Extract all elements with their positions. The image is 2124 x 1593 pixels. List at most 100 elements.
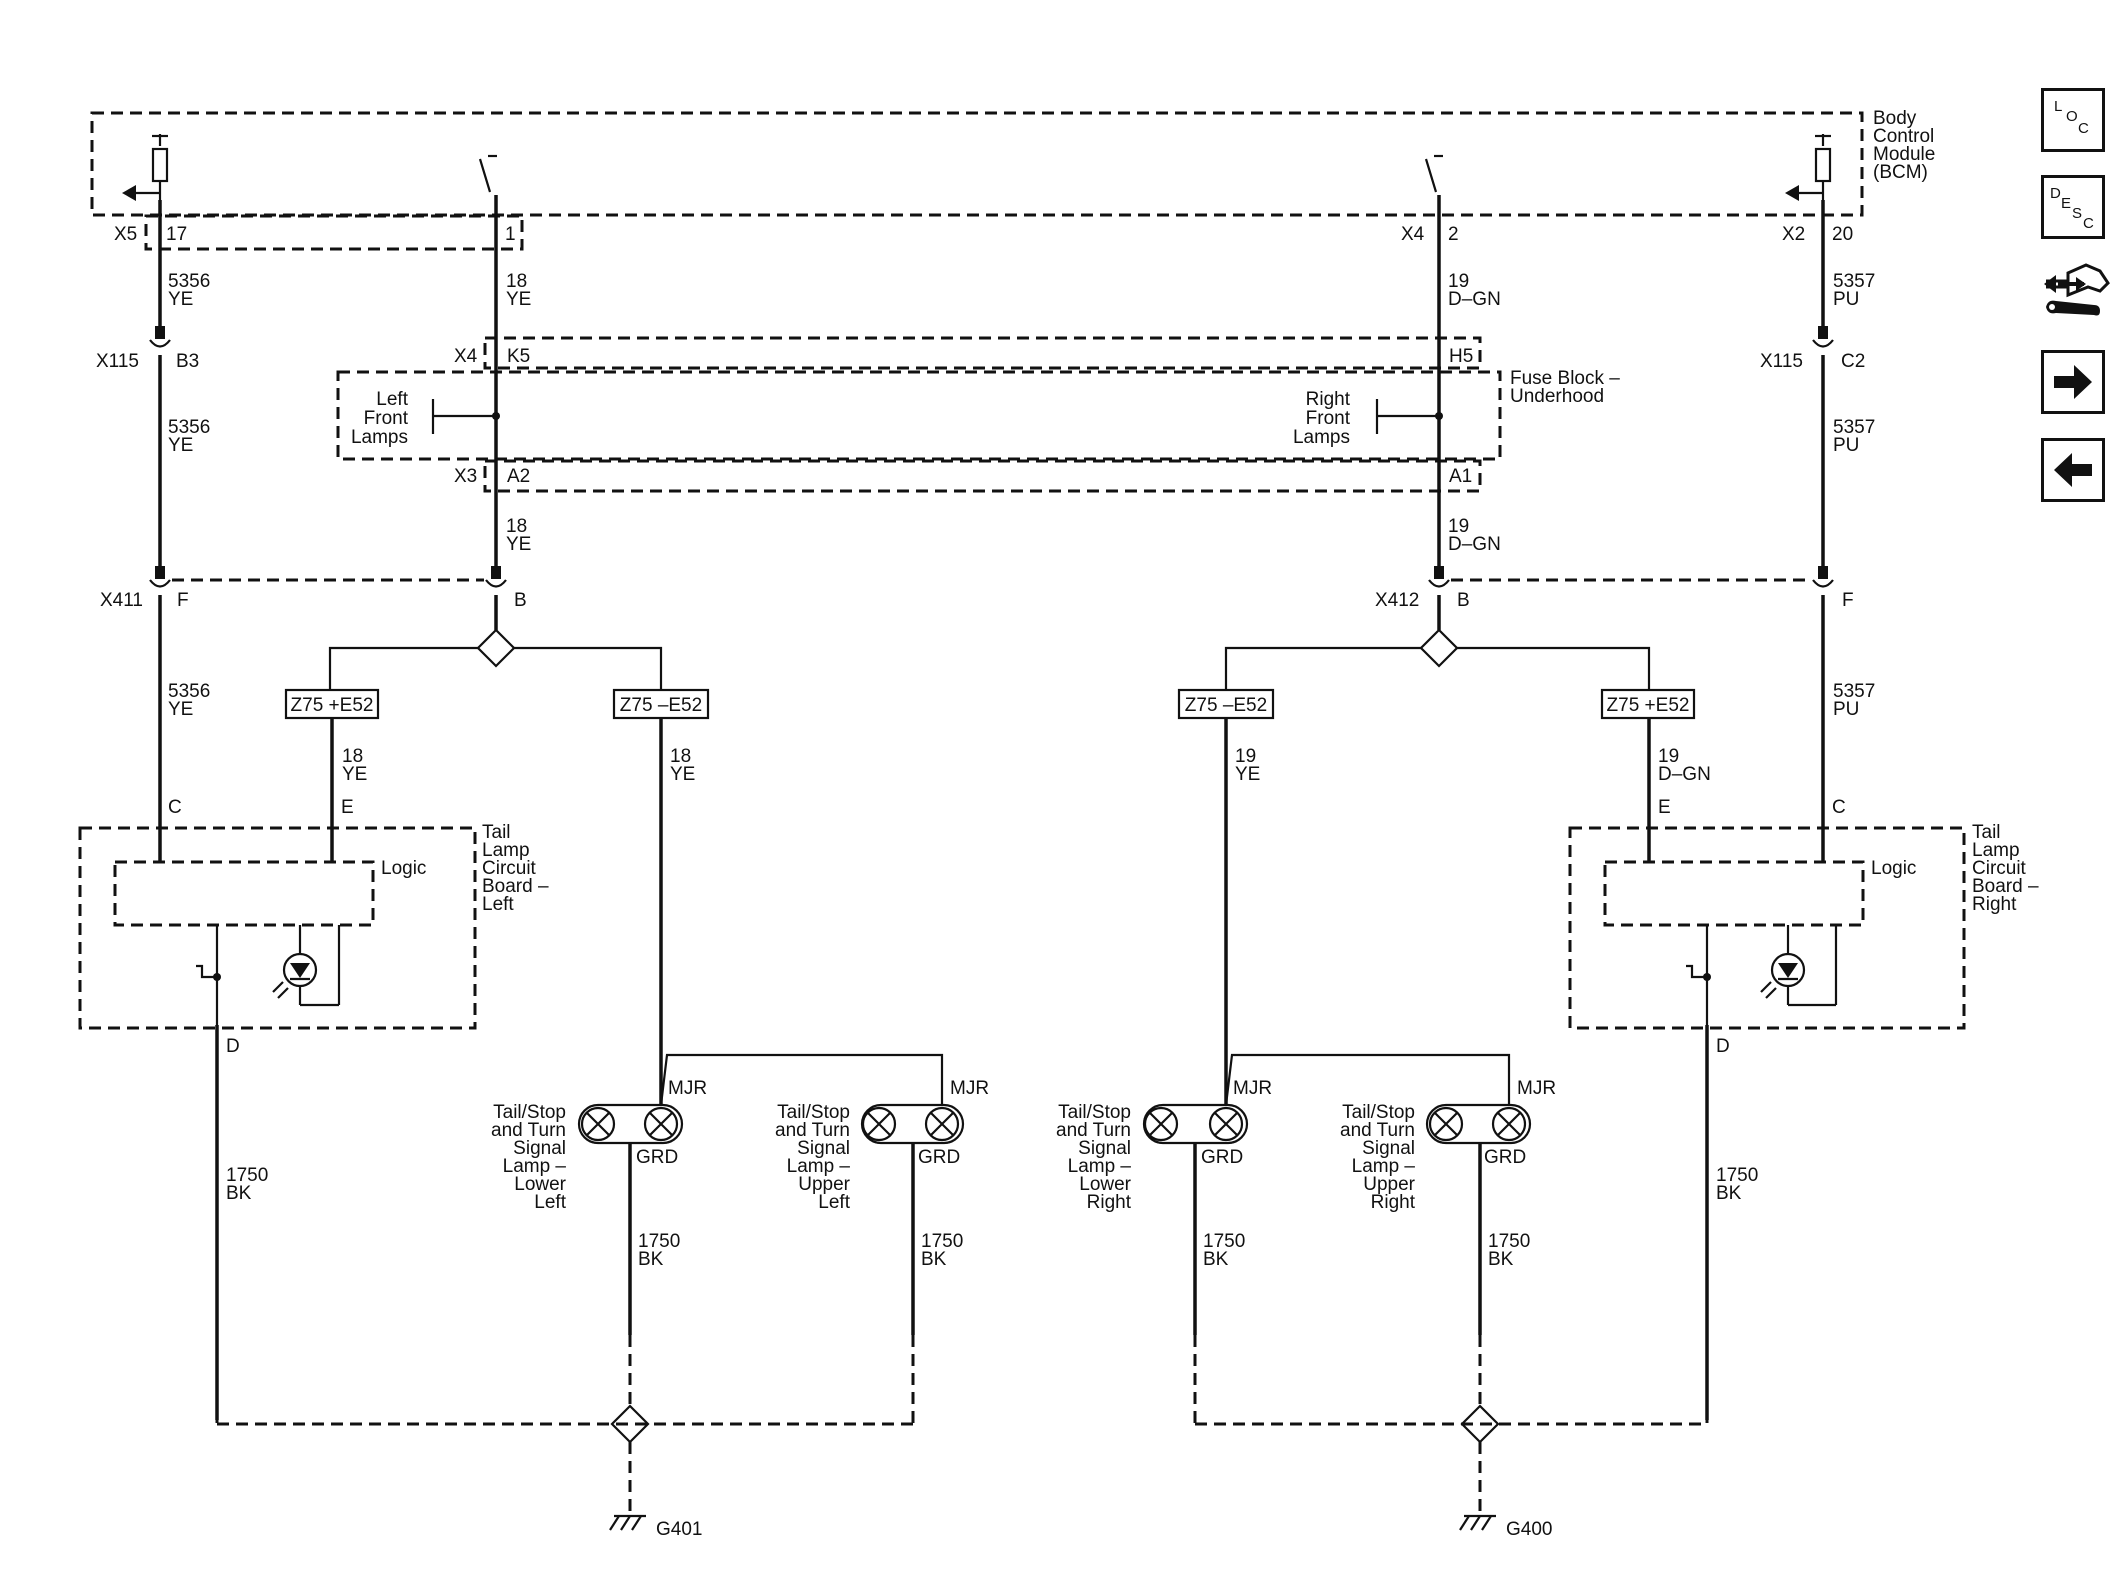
tail-stop-turn-lamp-upper-left xyxy=(860,1103,965,1145)
svg-text:Signal: Signal xyxy=(797,1138,850,1159)
ground-bus-right xyxy=(1193,1335,1709,1514)
grd-label-ul: GRD xyxy=(918,1147,960,1168)
description-view-button[interactable]: D E S C xyxy=(2041,175,2105,239)
svg-text:Lamp –: Lamp – xyxy=(1352,1156,1416,1177)
connector-x5-label: X5 xyxy=(114,224,137,245)
connector-x4-fb-label: X4 xyxy=(454,346,478,367)
splice-left xyxy=(328,628,663,690)
svg-text:Board –: Board – xyxy=(1972,876,2039,897)
tail-stop-turn-lamp-lower-left xyxy=(577,1103,684,1145)
svg-text:18: 18 xyxy=(506,516,527,537)
svg-text:YE: YE xyxy=(670,764,695,785)
svg-text:Tail: Tail xyxy=(1972,822,2001,843)
svg-text:5357: 5357 xyxy=(1833,417,1875,438)
svg-text:YE: YE xyxy=(168,435,193,456)
pin-a1-label: A1 xyxy=(1449,466,1472,487)
svg-text:and Turn: and Turn xyxy=(1340,1120,1415,1141)
grd-label-ll: GRD xyxy=(636,1147,678,1168)
svg-text:18: 18 xyxy=(506,271,527,292)
svg-text:Right: Right xyxy=(1087,1192,1132,1213)
lamp-label-upper-right: Tail/Stop and Turn Signal Lamp – Upper R… xyxy=(1340,1102,1416,1213)
mjr-label-ll: MJR xyxy=(668,1078,707,1099)
pin-2-label: 2 xyxy=(1448,224,1459,245)
connector-x4-bcm-label: X4 xyxy=(1401,224,1425,245)
svg-text:Lamps: Lamps xyxy=(351,427,408,448)
svg-text:Signal: Signal xyxy=(1362,1138,1415,1159)
next-page-button[interactable] xyxy=(2041,350,2105,414)
pin-a2-label: A2 xyxy=(507,466,530,487)
location-view-button[interactable]: L O C xyxy=(2041,88,2105,152)
bcm-boundary xyxy=(90,111,1864,217)
svg-text:Lamp –: Lamp – xyxy=(503,1156,567,1177)
bcm-output-driver-left xyxy=(122,134,169,201)
svg-text:19: 19 xyxy=(1658,746,1679,767)
svg-text:1750: 1750 xyxy=(1488,1231,1530,1252)
svg-text:B: B xyxy=(514,590,527,611)
x5-x1-connector-box xyxy=(144,214,524,251)
svg-text:B: B xyxy=(1457,590,1470,611)
svg-text:19: 19 xyxy=(1448,271,1469,292)
svg-text:Z75 –E52: Z75 –E52 xyxy=(620,695,702,716)
pin-1-label: 1 xyxy=(505,224,516,245)
connector-x2-label: X2 xyxy=(1782,224,1805,245)
mjr-bus-right xyxy=(1224,1053,1511,1106)
svg-text:Board –: Board – xyxy=(482,876,549,897)
svg-text:1750: 1750 xyxy=(1203,1231,1245,1252)
svg-text:Circuit: Circuit xyxy=(1972,858,2027,879)
svg-text:PU: PU xyxy=(1833,435,1859,456)
option-z75-minus-left: Z75 –E52 xyxy=(612,688,710,720)
svg-text:Left: Left xyxy=(482,894,514,915)
svg-text:1750: 1750 xyxy=(638,1231,680,1252)
svg-text:Fuse Block –: Fuse Block – xyxy=(1510,368,1620,389)
svg-text:Front: Front xyxy=(364,408,409,429)
svg-text:Upper: Upper xyxy=(1363,1174,1415,1195)
svg-text:Z75 +E52: Z75 +E52 xyxy=(1607,695,1690,716)
previous-page-button[interactable] xyxy=(2041,438,2105,502)
svg-text:Module: Module xyxy=(1873,144,1935,165)
bcm-switch-right xyxy=(1424,154,1443,193)
option-z75-minus-right: Z75 –E52 xyxy=(1177,688,1275,720)
svg-text:S: S xyxy=(2072,205,2082,222)
pin-20-label: 20 xyxy=(1832,224,1853,245)
svg-text:C2: C2 xyxy=(1841,351,1865,372)
svg-text:BK: BK xyxy=(638,1249,664,1270)
wire-label-19-a: 19D–GN xyxy=(1448,271,1501,310)
svg-text:5356: 5356 xyxy=(168,681,210,702)
svg-text:X115: X115 xyxy=(96,351,139,372)
svg-text:Lower: Lower xyxy=(514,1174,566,1195)
ground-bus-left xyxy=(215,1335,915,1514)
tail-lamp-board-left: Logic Tail Lamp Circuit Board – Left xyxy=(78,822,549,1030)
grd-label-ur: GRD xyxy=(1484,1147,1526,1168)
arrow-left-icon xyxy=(2054,453,2092,487)
pin-k5-label: K5 xyxy=(507,346,530,367)
svg-text:Left: Left xyxy=(818,1192,850,1213)
fuse-block-boundary xyxy=(336,370,1502,461)
svg-text:5357: 5357 xyxy=(1833,681,1875,702)
right-front-lamps-branch: Right Front Lamps xyxy=(1293,389,1443,448)
svg-text:X115: X115 xyxy=(1760,351,1803,372)
svg-text:Left: Left xyxy=(376,389,408,410)
svg-text:Left: Left xyxy=(534,1192,566,1213)
tail-stop-turn-lamp-upper-right xyxy=(1425,1103,1532,1145)
svg-text:5357: 5357 xyxy=(1833,271,1875,292)
svg-text:5356: 5356 xyxy=(168,417,210,438)
splice-right xyxy=(1224,628,1651,690)
svg-text:Tail: Tail xyxy=(482,822,511,843)
grd-label-lr: GRD xyxy=(1201,1147,1243,1168)
svg-text:Lower: Lower xyxy=(1079,1174,1131,1195)
svg-text:YE: YE xyxy=(168,289,193,310)
connector-tool-button[interactable] xyxy=(2038,255,2112,329)
ground-symbol-g400: G400 xyxy=(1459,1514,1552,1540)
svg-text:1750: 1750 xyxy=(226,1165,268,1186)
svg-text:BK: BK xyxy=(226,1183,252,1204)
svg-text:(BCM): (BCM) xyxy=(1873,162,1928,183)
svg-text:19: 19 xyxy=(1448,516,1469,537)
tail-stop-turn-lamp-lower-right xyxy=(1142,1103,1249,1145)
option-z75-plus-right: Z75 +E52 xyxy=(1600,688,1696,720)
